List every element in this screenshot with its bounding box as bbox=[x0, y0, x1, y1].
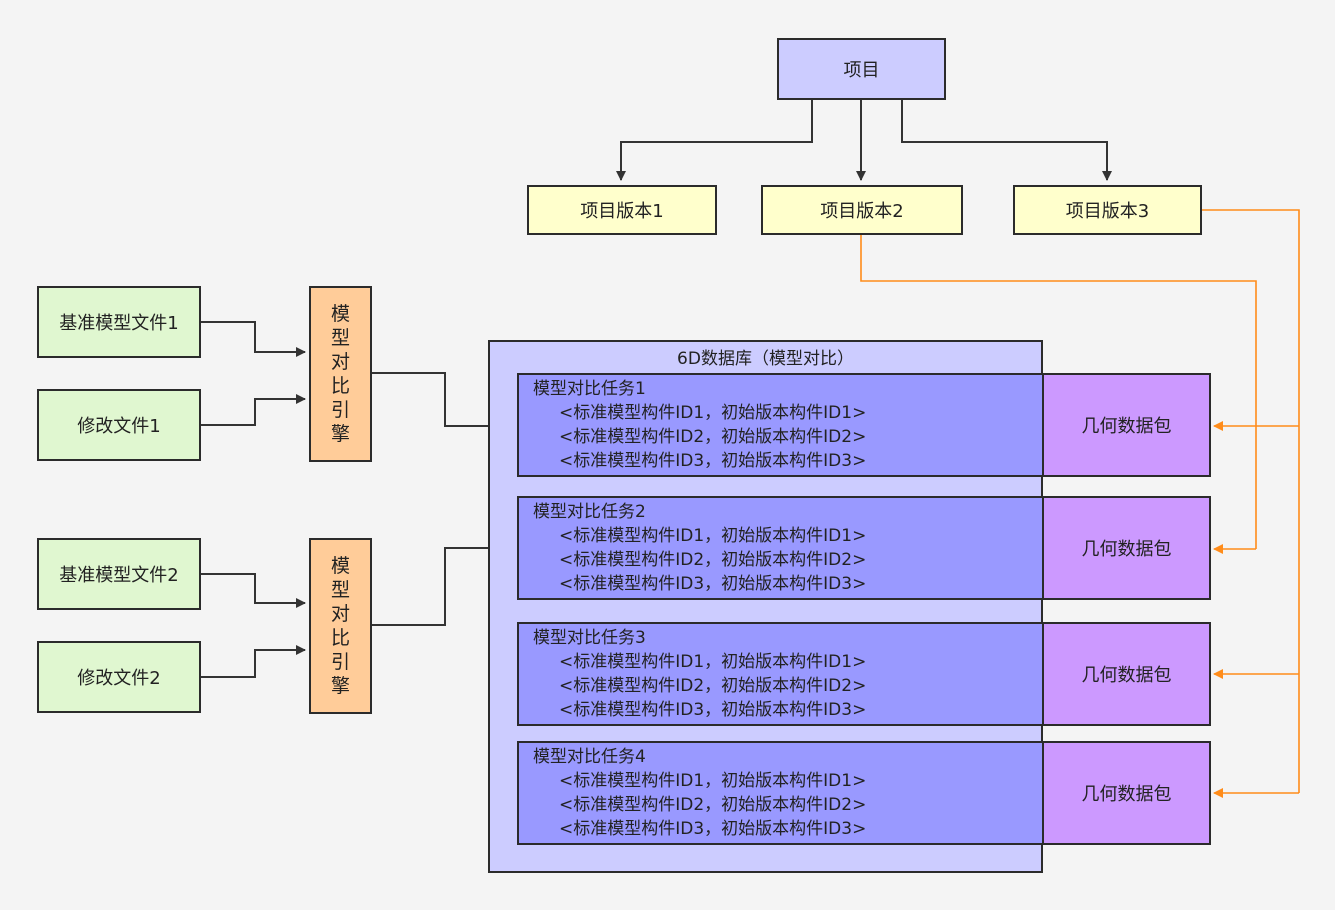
task-line: <标准模型构件ID2，初始版本构件ID2> bbox=[559, 550, 867, 570]
engine-char: 型 bbox=[330, 579, 350, 601]
task-line: <标准模型构件ID3，初始版本构件ID3> bbox=[559, 451, 867, 471]
task-line: <标准模型构件ID2，初始版本构件ID2> bbox=[559, 795, 867, 815]
engine-char: 比 bbox=[330, 375, 350, 397]
connector-base2-engine2 bbox=[200, 573, 306, 608]
compare-task-4[interactable]: 模型对比任务4 <标准模型构件ID1，初始版本构件ID1> <标准模型构件ID2… bbox=[517, 741, 1044, 845]
engine-char: 擎 bbox=[330, 423, 350, 445]
connector-engine1-task1 bbox=[371, 372, 515, 431]
engine-char: 模 bbox=[330, 555, 350, 577]
engine-char: 型 bbox=[330, 327, 350, 349]
version-node-1[interactable]: 项目版本1 bbox=[527, 185, 717, 235]
task-line: <标准模型构件ID3，初始版本构件ID3> bbox=[559, 574, 867, 594]
compare-task-3[interactable]: 模型对比任务3 <标准模型构件ID1，初始版本构件ID1> <标准模型构件ID2… bbox=[517, 622, 1044, 726]
version-node-2[interactable]: 项目版本2 bbox=[761, 185, 963, 235]
connector-project-version3 bbox=[901, 99, 1112, 181]
engine-char: 引 bbox=[330, 399, 350, 421]
engine-char: 比 bbox=[330, 627, 350, 649]
connector-project-version1 bbox=[616, 99, 813, 181]
project-node[interactable]: 项目 bbox=[777, 38, 946, 100]
connector-mod1-engine1 bbox=[200, 394, 306, 426]
compare-engine-1[interactable]: 模 型 对 比 引 擎 bbox=[309, 286, 372, 462]
task-title: 模型对比任务2 bbox=[533, 502, 646, 522]
modified-file-2[interactable]: 修改文件2 bbox=[37, 641, 201, 713]
engine-char: 擎 bbox=[330, 675, 350, 697]
geometry-package-2[interactable]: 几何数据包 bbox=[1042, 496, 1211, 600]
base-model-file-1[interactable]: 基准模型文件1 bbox=[37, 286, 201, 358]
engine-char: 模 bbox=[330, 303, 350, 325]
task-title: 模型对比任务4 bbox=[533, 747, 646, 767]
task-line: <标准模型构件ID1，初始版本构件ID1> bbox=[559, 526, 867, 546]
connector-mod2-engine2 bbox=[200, 645, 306, 678]
task-line: <标准模型构件ID1，初始版本构件ID1> bbox=[559, 771, 867, 791]
task-title: 模型对比任务3 bbox=[533, 628, 646, 648]
modified-file-1[interactable]: 修改文件1 bbox=[37, 389, 201, 461]
engine-char: 对 bbox=[330, 603, 350, 625]
task-line: <标准模型构件ID3，初始版本构件ID3> bbox=[559, 700, 867, 720]
task-line: <标准模型构件ID3，初始版本构件ID3> bbox=[559, 819, 867, 839]
engine-char: 对 bbox=[330, 351, 350, 373]
task-line: <标准模型构件ID1，初始版本构件ID1> bbox=[559, 403, 867, 423]
compare-task-1[interactable]: 模型对比任务1 <标准模型构件ID1，初始版本构件ID1> <标准模型构件ID2… bbox=[517, 373, 1044, 477]
task-title: 模型对比任务1 bbox=[533, 379, 646, 399]
geometry-package-4[interactable]: 几何数据包 bbox=[1042, 741, 1211, 845]
compare-engine-2[interactable]: 模 型 对 比 引 擎 bbox=[309, 538, 372, 714]
task-line: <标准模型构件ID2，初始版本构件ID2> bbox=[559, 427, 867, 447]
engine-char: 引 bbox=[330, 651, 350, 673]
version-node-3[interactable]: 项目版本3 bbox=[1013, 185, 1202, 235]
geometry-package-3[interactable]: 几何数据包 bbox=[1042, 622, 1211, 726]
task-line: <标准模型构件ID2，初始版本构件ID2> bbox=[559, 676, 867, 696]
task-line: <标准模型构件ID1，初始版本构件ID1> bbox=[559, 652, 867, 672]
database-title: 6D数据库（模型对比） bbox=[677, 349, 854, 369]
base-model-file-2[interactable]: 基准模型文件2 bbox=[37, 538, 201, 610]
connector-engine2-task2 bbox=[371, 543, 515, 626]
connector-version3-bus bbox=[1202, 209, 1300, 793]
connector-base1-engine1 bbox=[200, 321, 306, 357]
compare-task-2[interactable]: 模型对比任务2 <标准模型构件ID1，初始版本构件ID1> <标准模型构件ID2… bbox=[517, 496, 1044, 600]
connector-version2-bus bbox=[860, 235, 1257, 549]
geometry-package-1[interactable]: 几何数据包 bbox=[1042, 373, 1211, 477]
